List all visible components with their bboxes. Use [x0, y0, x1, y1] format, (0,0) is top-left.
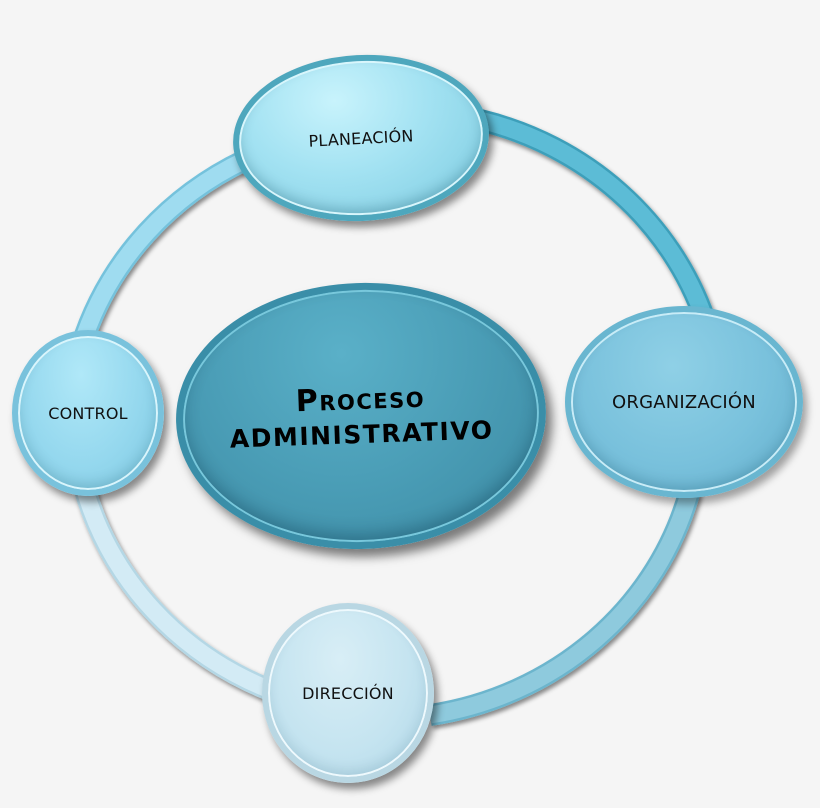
- node-label: PLANEACIÓN: [308, 125, 414, 151]
- node-label: CONTROL: [48, 403, 128, 423]
- node-control[interactable]: CONTROL: [12, 330, 164, 496]
- ring-arc-top-right: [477, 109, 716, 324]
- center-title-line-1: Proceso: [295, 380, 426, 420]
- ring-arc-top-left: [74, 150, 250, 339]
- ring-arc-bottom-right: [428, 487, 701, 726]
- node-label: DIRECCIÓN: [302, 683, 394, 703]
- node-organizacion[interactable]: ORGANIZACIÓN: [565, 306, 803, 498]
- node-direccion[interactable]: DIRECCIÓN: [262, 603, 434, 783]
- node-label: ORGANIZACIÓN: [612, 391, 756, 413]
- center-title-line-2: ADMINISTRATIVO: [229, 415, 494, 454]
